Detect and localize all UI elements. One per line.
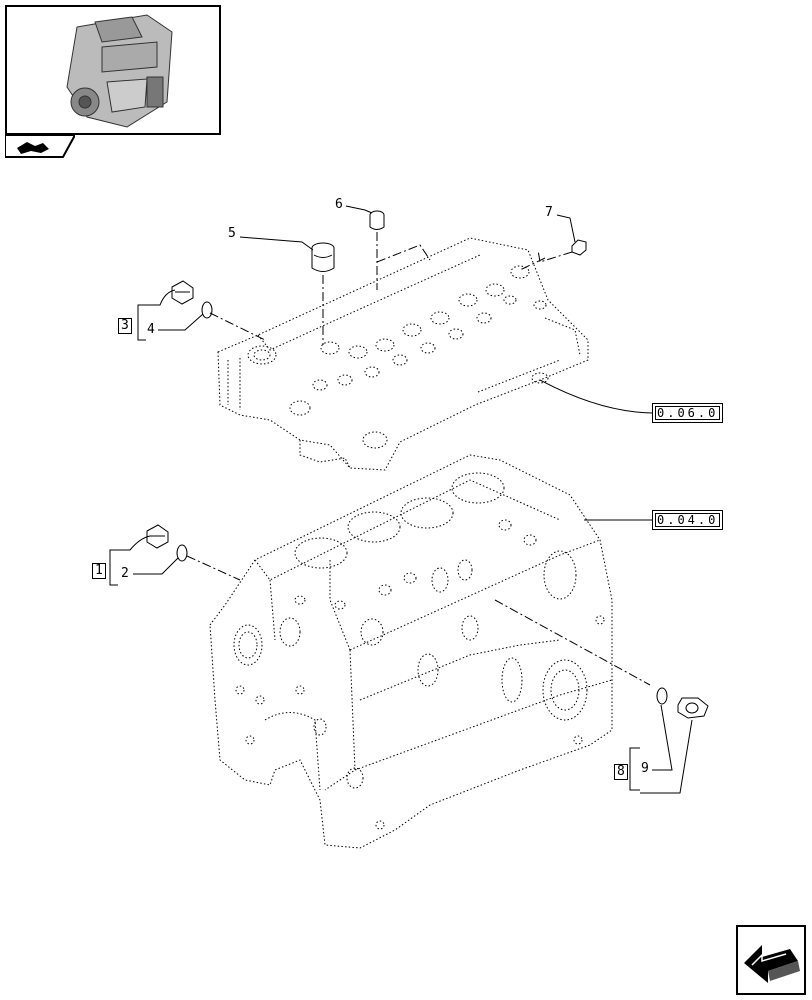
next-page-button[interactable] bbox=[736, 925, 806, 995]
leader-lines bbox=[109, 205, 693, 794]
plug-1 bbox=[146, 524, 169, 549]
callout-5[interactable]: 5 bbox=[228, 226, 236, 241]
plug-7 bbox=[571, 239, 587, 256]
axis-line-9 bbox=[494, 599, 651, 686]
section-tab-icon bbox=[4, 134, 77, 158]
callout-9[interactable]: 9 bbox=[641, 761, 649, 776]
engine-thumbnail-icon bbox=[66, 14, 173, 128]
plug-5 bbox=[311, 242, 335, 272]
axis-line-2 bbox=[186, 555, 241, 581]
seal-2 bbox=[176, 544, 188, 562]
cylinder-head bbox=[217, 237, 589, 471]
engine-thumbnail bbox=[5, 5, 221, 135]
callout-3[interactable]: 3 bbox=[118, 318, 132, 334]
callout-2[interactable]: 2 bbox=[121, 566, 129, 581]
callout-4[interactable]: 4 bbox=[147, 322, 155, 337]
section-tab[interactable] bbox=[4, 134, 77, 159]
next-page-arrow-icon bbox=[744, 945, 800, 983]
callout-6[interactable]: 6 bbox=[335, 197, 343, 212]
callout-1[interactable]: 1 bbox=[92, 563, 106, 579]
seal-9 bbox=[656, 687, 668, 705]
plug-6 bbox=[369, 210, 385, 230]
plug-3 bbox=[171, 280, 194, 305]
reference-cylinder-head[interactable]: 0.06.0 bbox=[652, 403, 724, 423]
seal-4 bbox=[201, 301, 213, 319]
axis-line-4 bbox=[209, 312, 266, 341]
callout-8[interactable]: 8 bbox=[614, 764, 628, 780]
callout-7[interactable]: 7 bbox=[545, 205, 553, 220]
cylinder-block bbox=[209, 454, 613, 849]
axis-line-6 bbox=[376, 232, 431, 290]
reference-cylinder-block[interactable]: 0.04.0 bbox=[652, 510, 724, 530]
axis-line-7 bbox=[519, 249, 573, 271]
plug-8 bbox=[677, 697, 709, 719]
